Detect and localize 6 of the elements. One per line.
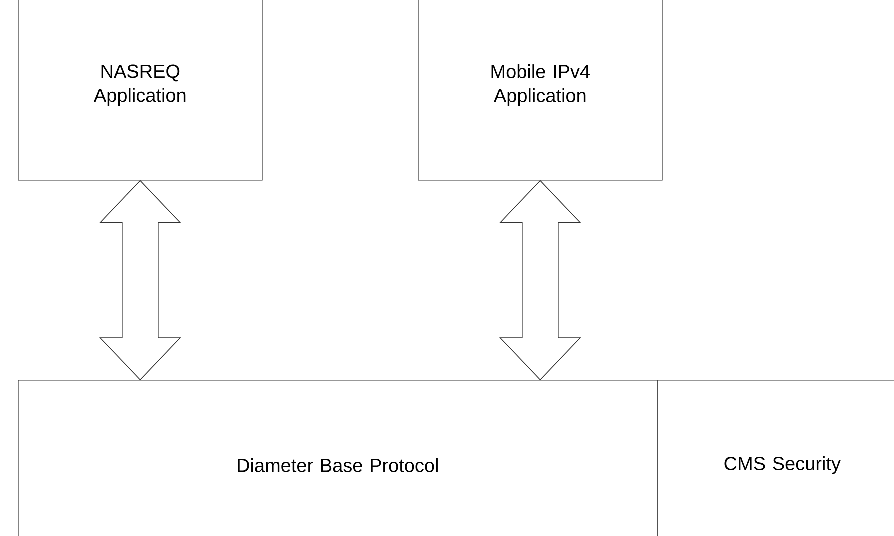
application-box: Mobile IPv4 Application <box>418 0 663 181</box>
double-arrow <box>99 180 182 381</box>
double-arrow <box>499 180 582 381</box>
security-box: CMS Security <box>657 380 894 536</box>
application-box: NASREQ Application <box>18 0 263 181</box>
protocol-box: Diameter Base Protocol <box>18 380 658 536</box>
